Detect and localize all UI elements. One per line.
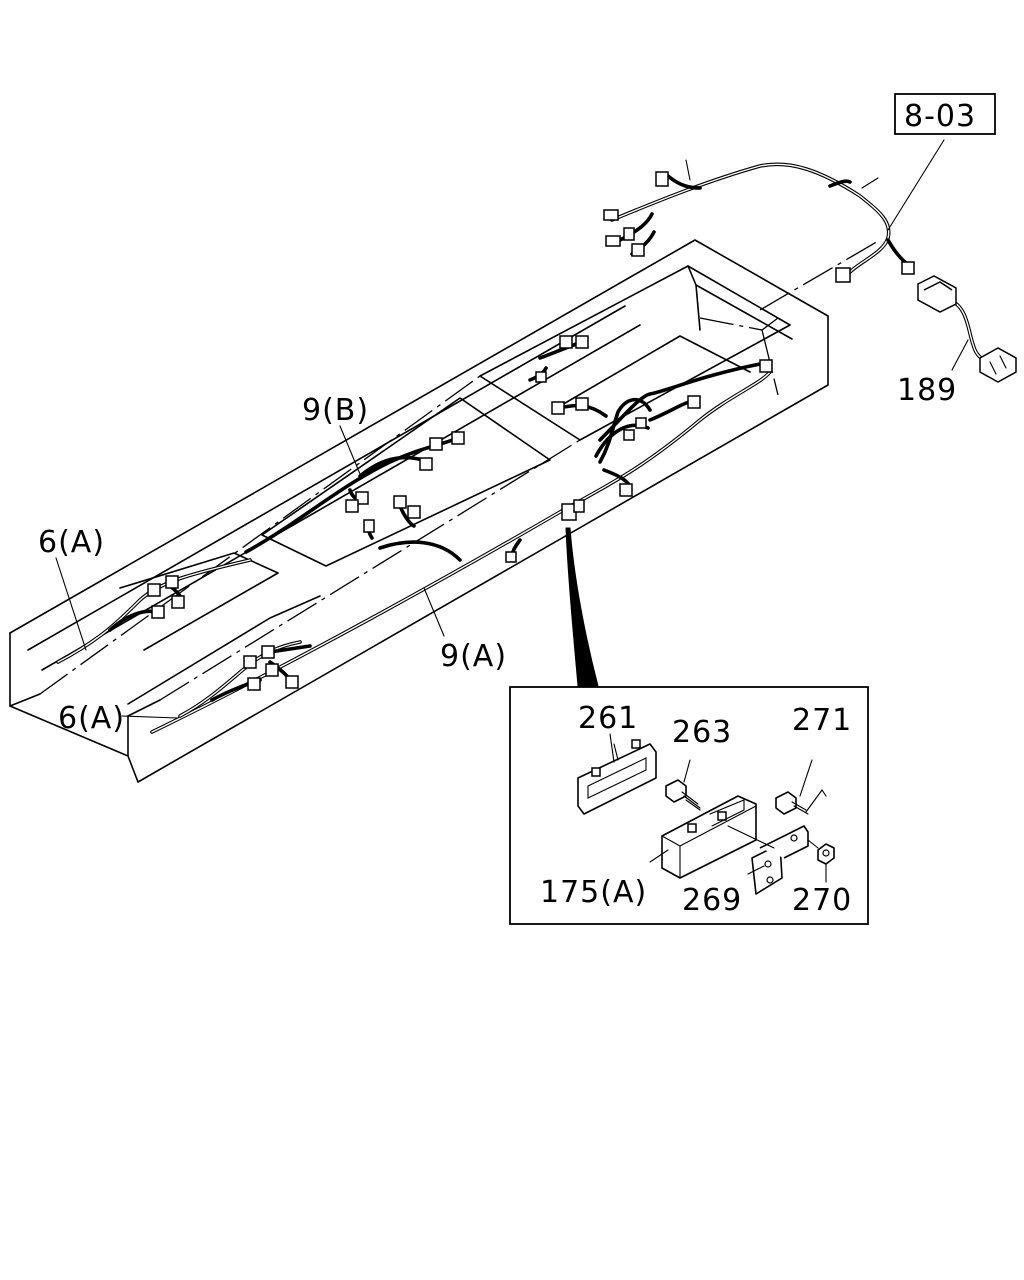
- part-261-cover: [577, 739, 657, 815]
- part-9a-label: 9(A): [440, 639, 507, 674]
- part-270-nut: [807, 839, 835, 883]
- part-261-label: 261: [578, 701, 638, 736]
- part-189-label: 189: [897, 373, 957, 408]
- part-269-label: 269: [682, 883, 742, 918]
- part-263-label: 263: [672, 715, 732, 750]
- connectors: [147, 171, 915, 691]
- leader-lines: [55, 139, 969, 719]
- part-6a-top-label: 6(A): [38, 525, 105, 560]
- part-9b-label: 9(B): [302, 393, 369, 428]
- part-263-bolt: [665, 759, 701, 811]
- ref-8-03-label: 8-03: [904, 99, 976, 134]
- detail-inset: 261 263 271 175(A) 269 270: [509, 686, 869, 925]
- part-269-bracket: [727, 825, 809, 895]
- callout-labels: 8-03 189 9(B) 6(A) 6(A) 9(A): [38, 93, 996, 736]
- part-175a-label: 175(A): [540, 875, 647, 910]
- part-270-label: 270: [792, 883, 852, 918]
- part-271-bolt: [775, 759, 827, 815]
- ref-8-03-box: [894, 93, 996, 135]
- part-271-label: 271: [792, 703, 852, 738]
- harness-189: [917, 275, 1017, 383]
- part-6a-bottom-label: 6(A): [58, 701, 125, 736]
- harness-8-03: [610, 159, 912, 274]
